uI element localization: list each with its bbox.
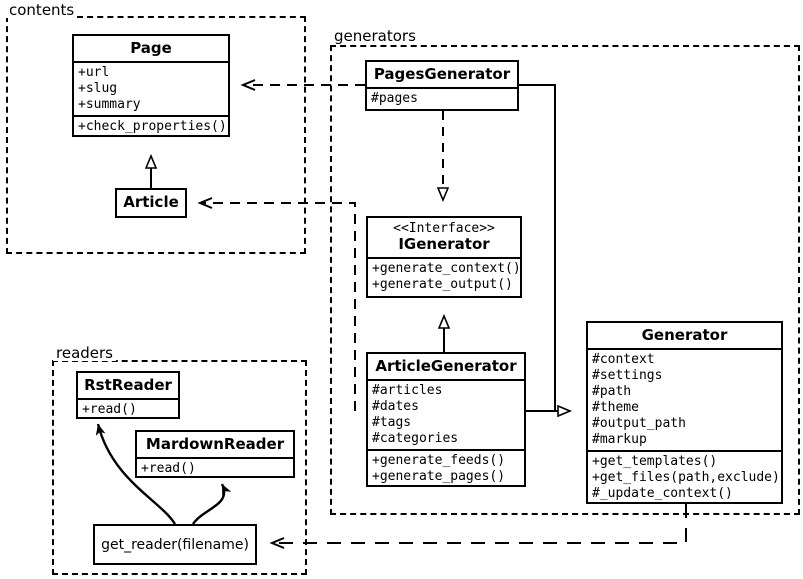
- class-pages-generator[interactable]: PagesGenerator #pages: [365, 60, 519, 111]
- attribute: +url: [78, 65, 110, 80]
- class-page-title: Page: [130, 39, 172, 57]
- class-igenerator-stereotype: <<Interface>>: [393, 221, 495, 236]
- package-readers-label: readers: [53, 345, 116, 361]
- divider: [367, 87, 517, 89]
- attribute: #path: [592, 384, 632, 399]
- divider: [74, 61, 228, 63]
- package-contents-label: contents: [6, 2, 78, 18]
- attribute: #markup: [592, 432, 647, 447]
- attribute: +slug: [78, 81, 118, 96]
- class-article-title: Article: [123, 193, 179, 211]
- method: +get_files(path,exclude): [592, 470, 780, 485]
- attribute: #context: [592, 352, 655, 367]
- attribute: #theme: [592, 400, 639, 415]
- class-mardown-reader-methods: +read(): [137, 459, 293, 479]
- class-page-attributes: +url +slug +summary: [74, 63, 228, 115]
- attribute: +summary: [78, 97, 141, 112]
- class-page[interactable]: Page +url +slug +summary +check_properti…: [72, 34, 230, 137]
- class-article-generator[interactable]: ArticleGenerator #articles #dates #tags …: [366, 352, 526, 487]
- class-igenerator-methods: +generate_context() +generate_output(): [368, 259, 521, 295]
- attribute: #articles: [372, 383, 443, 398]
- divider: [78, 398, 178, 400]
- divider: [74, 115, 228, 117]
- method: +generate_pages(): [372, 469, 506, 484]
- class-generator-title: Generator: [641, 326, 728, 344]
- attribute: #pages: [371, 91, 418, 106]
- attribute: #dates: [372, 399, 419, 414]
- divider: [368, 449, 524, 451]
- divider: [368, 379, 524, 381]
- method: +generate_context(): [372, 261, 521, 276]
- attribute: #categories: [372, 431, 459, 446]
- package-readers: [52, 360, 307, 575]
- package-contents: [6, 16, 306, 254]
- class-rst-reader-methods: +read(): [78, 400, 178, 420]
- class-rst-reader[interactable]: RstReader +read(): [76, 371, 180, 419]
- class-pages-generator-title: PagesGenerator: [373, 65, 511, 83]
- class-generator-attributes: #context #settings #path #theme #output_…: [588, 350, 781, 450]
- class-generator[interactable]: Generator #context #settings #path #them…: [586, 321, 783, 504]
- class-rst-reader-title: RstReader: [84, 376, 172, 394]
- method: +generate_feeds(): [372, 453, 506, 468]
- divider: [368, 257, 520, 259]
- divider: [137, 457, 293, 459]
- method: +check_properties(): [78, 119, 227, 134]
- class-pages-generator-attributes: #pages: [367, 89, 517, 109]
- attribute: #settings: [592, 368, 663, 383]
- class-page-methods: +check_properties(): [74, 117, 228, 137]
- class-article[interactable]: Article: [115, 188, 187, 218]
- class-igenerator[interactable]: <<Interface>> IGenerator +generate_conte…: [366, 216, 522, 298]
- class-article-generator-title: ArticleGenerator: [375, 357, 517, 375]
- class-mardown-reader-title: MardownReader: [145, 435, 285, 453]
- method: +generate_output(): [372, 277, 513, 292]
- method: +get_templates(): [592, 454, 718, 469]
- function-get-reader-label: get_reader(filename): [101, 536, 249, 553]
- class-article-generator-attributes: #articles #dates #tags #categories: [368, 381, 524, 449]
- method: #_update_context(): [592, 486, 733, 501]
- package-generators-label: generators: [331, 28, 419, 44]
- function-get-reader[interactable]: get_reader(filename): [93, 524, 257, 565]
- attribute: #output_path: [592, 416, 686, 431]
- class-generator-methods: +get_templates() +get_files(path,exclude…: [588, 452, 781, 504]
- class-igenerator-title: IGenerator: [398, 235, 490, 253]
- method: +read(): [141, 461, 196, 476]
- attribute: #tags: [372, 415, 412, 430]
- divider: [588, 348, 781, 350]
- class-mardown-reader[interactable]: MardownReader +read(): [135, 430, 295, 478]
- method: +read(): [82, 402, 137, 417]
- class-article-generator-methods: +generate_feeds() +generate_pages(): [368, 451, 524, 487]
- divider: [588, 450, 781, 452]
